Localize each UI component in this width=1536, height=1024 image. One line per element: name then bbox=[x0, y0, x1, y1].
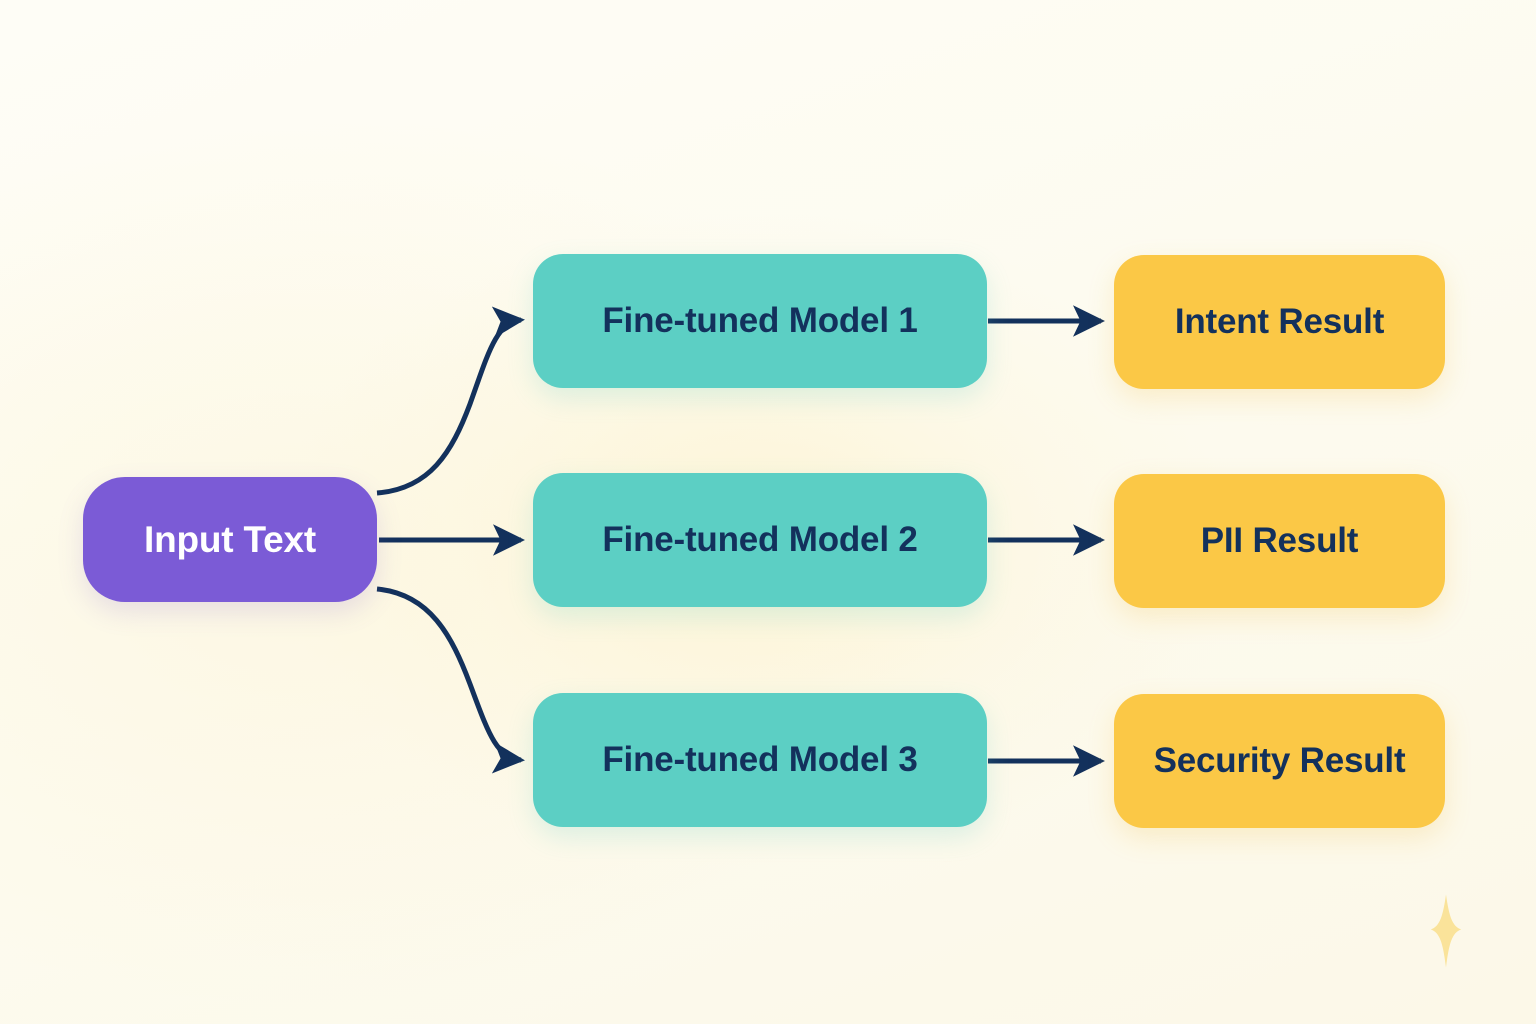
sparkle-icon bbox=[1430, 894, 1462, 968]
node-intent-result[interactable]: Intent Result bbox=[1114, 255, 1445, 389]
node-fine-tuned-model-3[interactable]: Fine-tuned Model 3 bbox=[533, 693, 987, 827]
edge-input-to-model-3 bbox=[376, 586, 525, 774]
node-security-result-label: Security Result bbox=[1153, 741, 1406, 780]
edge-input-to-model-1 bbox=[376, 306, 525, 496]
node-input-text-label: Input Text bbox=[143, 518, 317, 560]
node-fine-tuned-model-3-label: Fine-tuned Model 3 bbox=[602, 740, 918, 779]
node-fine-tuned-model-2-label: Fine-tuned Model 2 bbox=[602, 520, 918, 559]
node-fine-tuned-model-1-label: Fine-tuned Model 1 bbox=[602, 301, 918, 340]
node-fine-tuned-model-1[interactable]: Fine-tuned Model 1 bbox=[533, 254, 987, 388]
node-intent-result-label: Intent Result bbox=[1174, 302, 1385, 341]
node-fine-tuned-model-2[interactable]: Fine-tuned Model 2 bbox=[533, 473, 987, 607]
node-pii-result-label: PII Result bbox=[1200, 521, 1359, 560]
node-security-result[interactable]: Security Result bbox=[1114, 694, 1445, 828]
node-input-text[interactable]: Input Text bbox=[83, 477, 377, 602]
node-pii-result[interactable]: PII Result bbox=[1114, 474, 1445, 608]
